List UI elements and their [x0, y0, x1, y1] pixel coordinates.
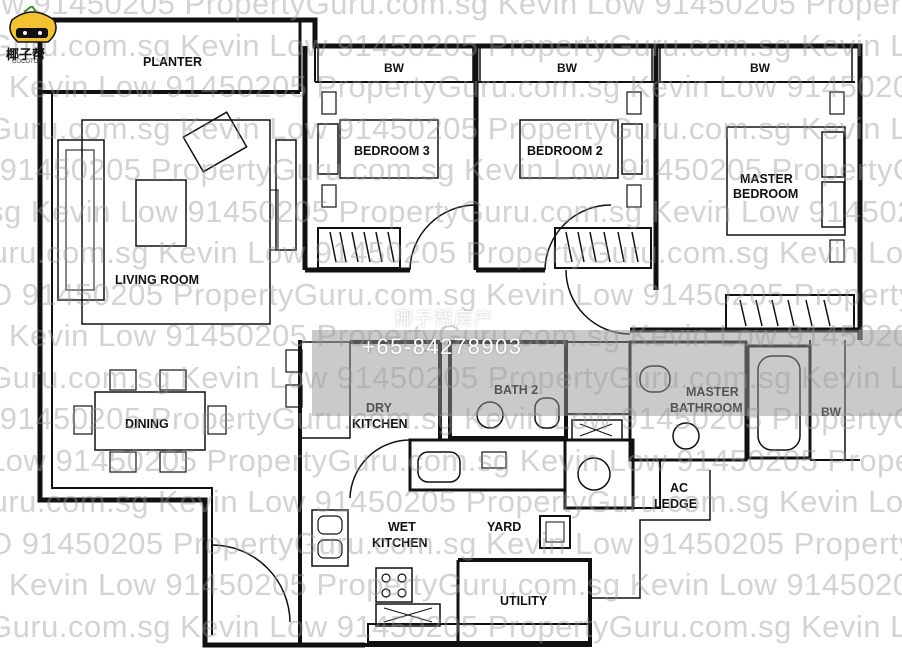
label-bedroom-3: BEDROOM 3	[354, 144, 430, 158]
label-bedroom-2: BEDROOM 2	[527, 144, 603, 158]
outer-wall-left	[37, 20, 365, 648]
label-bw-master: BW	[750, 61, 771, 75]
label-yard: YARD	[487, 520, 521, 534]
label-ac-ledge-line2: LEDGE	[654, 497, 697, 511]
logo-subtitle: COCOTOP	[12, 59, 43, 65]
label-dining: DINING	[125, 417, 169, 431]
label-planter: PLANTER	[143, 55, 202, 69]
label-utility: UTILITY	[500, 594, 548, 608]
promo-agency-name: 椰子帮房产	[394, 309, 495, 330]
logo-name: 椰子帮	[6, 47, 46, 62]
promo-band	[312, 330, 902, 416]
label-wet-kitchen-line2: KITCHEN	[372, 536, 428, 550]
promo-phone-number: +65-84278903	[362, 334, 523, 359]
label-master-bedroom-line2: BEDROOM	[733, 187, 798, 201]
label-dry-kitchen-line2: KITCHEN	[352, 417, 408, 431]
label-living-room: LIVING ROOM	[115, 273, 199, 287]
label-ac-ledge-line1: AC	[670, 481, 688, 495]
label-bw-bedroom2: BW	[557, 61, 578, 75]
label-wet-kitchen-line1: WET	[388, 520, 416, 534]
label-bw-bedroom3: BW	[384, 61, 405, 75]
label-master-bedroom-line1: MASTER	[740, 172, 793, 186]
outer-wall-inner-left	[51, 92, 213, 635]
coconut-logo-icon	[9, 6, 57, 43]
